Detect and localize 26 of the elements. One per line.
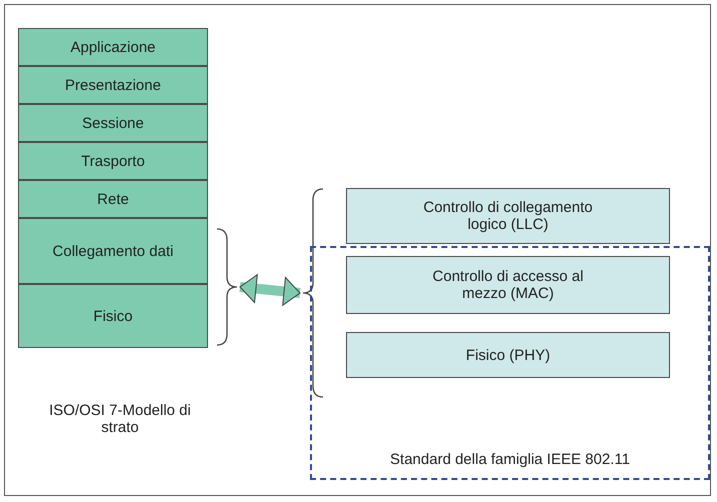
layer-box (18, 104, 208, 142)
layer-label: Fisico (PHY) (466, 346, 550, 364)
layer-box (346, 188, 670, 244)
layer-box (18, 66, 208, 104)
layer-box (346, 332, 670, 378)
layer-label: Controllo di accesso al mezzo (MAC) (432, 268, 584, 302)
caption-text: ISO/OSI 7-Modello di strato (48, 402, 192, 436)
layer-label: Trasporto (81, 152, 145, 170)
layer-label: Applicazione (70, 38, 156, 56)
layer-box (18, 284, 208, 348)
layer-box (18, 142, 208, 180)
layer-box (18, 180, 208, 218)
group-caption: Standard della famiglia IEEE 802.11 (390, 451, 630, 468)
layer-label: Controllo di collegamento logico (LLC) (422, 199, 594, 233)
double-arrow (240, 274, 300, 306)
layer-label: Presentazione (65, 76, 161, 94)
layer-box (346, 256, 670, 314)
curly-brace (216, 228, 238, 346)
dashed-frame (310, 246, 710, 480)
layer-box (18, 28, 208, 66)
layer-label: Fisico (93, 308, 133, 324)
curly-brace (302, 188, 324, 398)
layer-label: Collegamento dati (52, 242, 174, 260)
layer-label: Sessione (82, 114, 144, 132)
layer-box (18, 218, 208, 284)
layer-label: Rete (97, 190, 129, 208)
